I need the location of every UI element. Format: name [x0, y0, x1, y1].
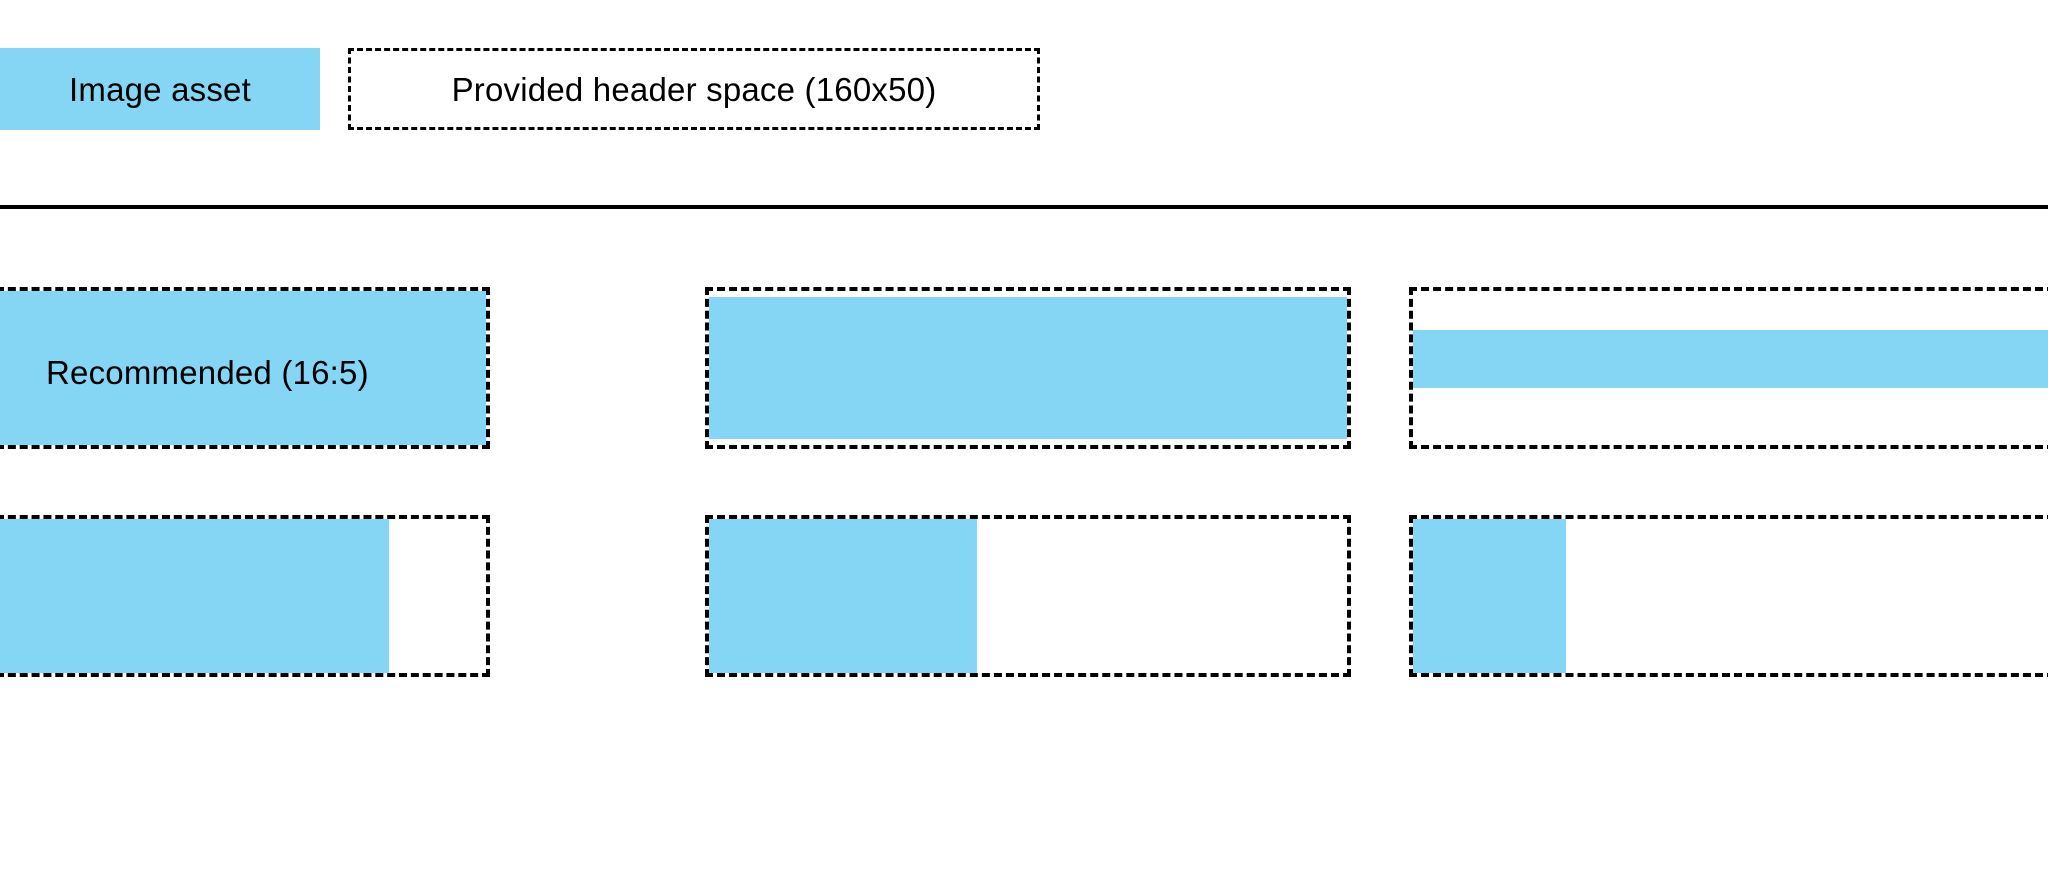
provided-header-space-label: Provided header space (160x50) [451, 70, 937, 108]
section-divider [0, 205, 2048, 209]
example-cell-full-bleed-wide [705, 287, 1351, 449]
example-grid: Recommended (16:5) [0, 287, 2048, 743]
image-fill [0, 519, 389, 673]
recommended-ratio-label: Recommended (16:5) [46, 353, 369, 391]
image-fill [0, 291, 486, 445]
image-asset-swatch-label: Image asset [69, 70, 251, 108]
image-asset-swatch: Image asset [0, 48, 320, 130]
example-cell-short-band-wide [1409, 287, 2048, 449]
grid-row: Recommended (16:5) [0, 287, 2048, 449]
legend: Image asset Provided header space (160x5… [0, 48, 1040, 130]
provided-header-space-box: Provided header space (160x50) [348, 48, 1040, 130]
grid-row [0, 515, 2048, 677]
image-fill [1413, 329, 2048, 389]
example-cell-partial-width-small [1409, 515, 2048, 677]
image-fill [709, 297, 1347, 439]
example-cell-partial-width-medium [705, 515, 1351, 677]
example-cell-partial-width-large [0, 515, 490, 677]
legend-gap [320, 48, 348, 130]
example-cell-recommended: Recommended (16:5) [0, 287, 490, 449]
image-fill [709, 519, 977, 673]
image-fill [1413, 519, 1567, 673]
